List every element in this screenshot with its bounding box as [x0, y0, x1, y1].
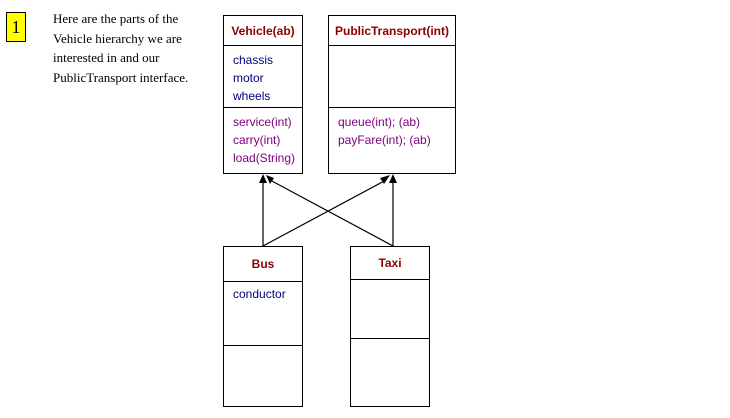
caption-line: interested in and our: [53, 50, 160, 65]
bus-class-name: Bus: [224, 247, 302, 282]
caption-line: Here are the parts of the: [53, 11, 179, 26]
vehicle-operation: load(String): [233, 151, 296, 165]
vehicle-arrowhead-icon: [259, 174, 267, 183]
public-transport-operation: queue(int); (ab): [338, 115, 421, 129]
caption-line: PublicTransport interface.: [53, 69, 189, 85]
taxi-attributes: [351, 280, 429, 339]
vehicle-attribute: motor: [233, 71, 264, 85]
vehicle-operation: service(int): [233, 115, 292, 129]
step-number-badge: 1: [6, 12, 26, 42]
taxi-operations: [351, 339, 429, 344]
bus-to-public-transport-arrow: [262, 179, 387, 247]
vehicle-attributes: chassis motor wheels: [224, 46, 302, 108]
public-transport-operation: payFare(int); (ab): [338, 133, 431, 147]
bus-class-box: Bus conductor: [223, 246, 303, 407]
public-transport-interface-name: PublicTransport(int): [329, 16, 455, 46]
bus-attributes: conductor: [224, 282, 302, 346]
vehicle-attribute: chassis: [233, 53, 274, 67]
taxi-class-box: Taxi: [350, 246, 430, 407]
vehicle-operations: service(int) carry(int) load(String): [224, 108, 302, 167]
caption-text: Here are the parts of the Vehicle hierar…: [53, 9, 208, 87]
vehicle-class-box: Vehicle(ab) chassis motor wheels service…: [223, 15, 303, 174]
public-transport-arrowhead-icon: [380, 175, 390, 184]
vehicle-operation: carry(int): [233, 133, 281, 147]
taxi-to-vehicle-arrow: [269, 179, 394, 247]
vehicle-class-name: Vehicle(ab): [224, 16, 302, 46]
public-transport-operations: queue(int); (ab) payFare(int); (ab): [329, 108, 455, 149]
public-transport-attributes: [329, 46, 455, 108]
bus-operations: [224, 346, 302, 351]
caption-line: Vehicle hierarchy we are: [53, 30, 182, 46]
taxi-class-name: Taxi: [351, 247, 429, 280]
bus-attribute: conductor: [233, 287, 286, 301]
vehicle-attribute: wheels: [233, 89, 271, 103]
vehicle-arrowhead-icon: [266, 175, 274, 184]
public-transport-arrowhead-icon: [389, 174, 397, 183]
public-transport-interface-box: PublicTransport(int) queue(int); (ab) pa…: [328, 15, 456, 174]
